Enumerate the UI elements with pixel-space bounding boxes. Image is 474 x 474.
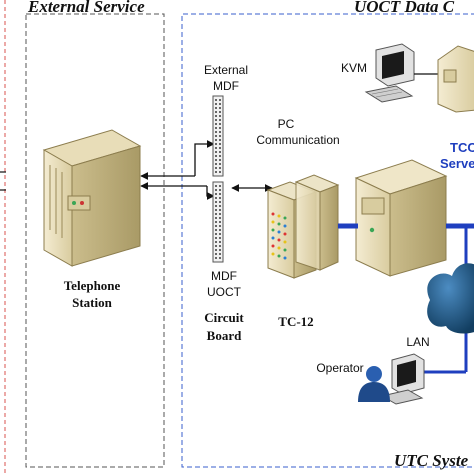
network-cloud-icon (427, 263, 474, 334)
uoct-boundary (181, 13, 474, 468)
tcc-server-label-2: Serve (440, 156, 474, 171)
external-mdf-panel-icon (212, 95, 224, 177)
mdf-link-bend-upper (194, 140, 215, 176)
uoct-data-center-title: UOCT Data C (354, 0, 455, 16)
pc-communication-label-2: Communication (256, 133, 339, 147)
tcc-server-icon (354, 159, 448, 277)
kvm-computer-icon (364, 43, 415, 103)
mdf-uoct-label-2: UOCT (207, 285, 242, 299)
top-right-server-icon (437, 45, 474, 113)
operator-user-icon (358, 366, 390, 402)
telephone-station-label-2: Station (72, 295, 113, 310)
pc-communication-label-1: PC (278, 117, 295, 131)
mdf-link-bend-lower (206, 186, 215, 200)
mdf-uoct-label-1: MDF (211, 269, 237, 283)
lan-label: LAN (406, 335, 429, 349)
circuit-board-label-2: Board (207, 328, 242, 343)
uoct-mdf-panel-icon (212, 181, 224, 263)
tcc-server-label-1: TCC (450, 140, 474, 155)
telephone-station-icon (42, 129, 142, 267)
utc-system-title: UTC Syste (394, 451, 469, 470)
operator-label: Operator (316, 361, 363, 375)
external-service-boundary (25, 13, 165, 468)
circuit-board-label-1: Circuit (204, 310, 244, 325)
telephone-station-label-1: Telephone (64, 278, 121, 293)
kvm-label: KVM (341, 61, 367, 75)
tc12-label: TC-12 (278, 314, 313, 329)
operator-workstation-icon (380, 353, 425, 405)
tc12-rack-icon (266, 174, 340, 279)
external-mdf-label-2: MDF (213, 79, 239, 93)
external-service-title: External Service (27, 0, 145, 16)
external-mdf-label-1: External (204, 63, 248, 77)
